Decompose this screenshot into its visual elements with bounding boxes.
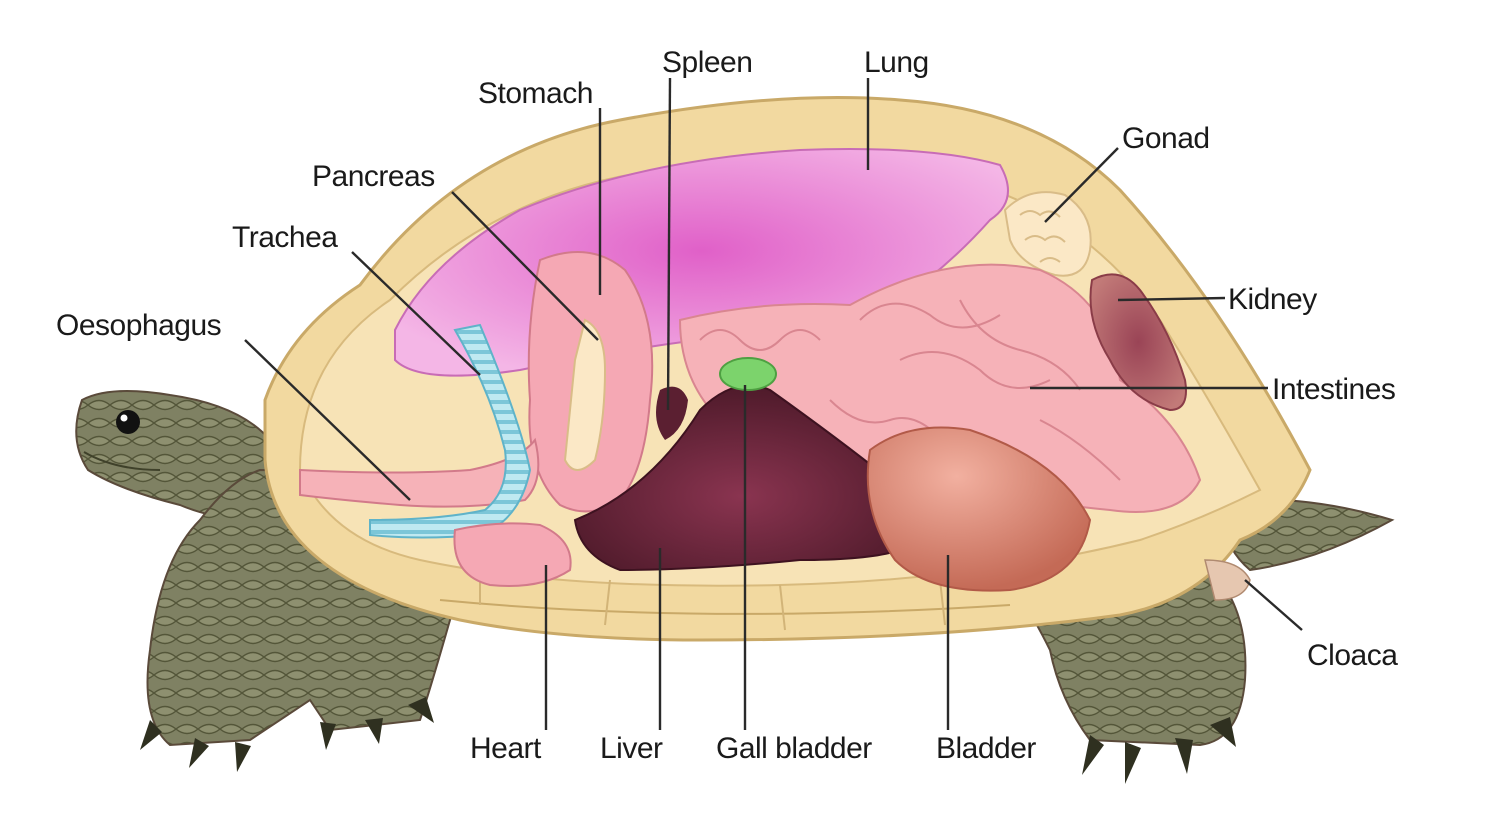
label-kidney: Kidney — [1228, 283, 1317, 316]
label-heart: Heart — [470, 732, 542, 765]
trachea-leader — [351, 251, 481, 376]
label-spleen: Spleen — [662, 46, 752, 79]
label-gall-bladder: Gall bladder — [716, 732, 872, 765]
gall-bladder — [719, 357, 777, 391]
spleen-leader — [666, 77, 672, 411]
leader-lines — [244, 77, 1303, 730]
oesophagus — [299, 437, 540, 508]
label-gonad: Gonad — [1122, 122, 1210, 155]
eye-icon — [116, 410, 140, 434]
pancreas — [563, 318, 607, 471]
label-oesophagus: Oesophagus — [56, 309, 221, 342]
gonad-leader — [1044, 147, 1119, 223]
label-trachea: Trachea — [232, 221, 338, 254]
gonad — [1003, 191, 1092, 277]
trachea — [369, 323, 532, 539]
label-intestines: Intestines — [1272, 373, 1395, 406]
label-lung: Lung — [864, 46, 929, 79]
heart — [453, 522, 572, 587]
spleen — [656, 386, 688, 440]
labels: Stomach Spleen Lung Gonad Pancreas Trach… — [56, 46, 1399, 765]
bladder — [866, 426, 1092, 592]
kidney — [1089, 273, 1187, 412]
label-bladder: Bladder — [936, 732, 1036, 765]
label-liver: Liver — [600, 732, 663, 765]
oesophagus-leader — [244, 339, 411, 501]
label-pancreas: Pancreas — [312, 160, 435, 193]
kidney-leader — [1117, 296, 1226, 302]
label-cloaca: Cloaca — [1307, 639, 1398, 672]
cloaca-leader — [1244, 579, 1303, 631]
pancreas-leader — [451, 191, 599, 341]
cloaca — [1204, 559, 1251, 601]
label-stomach: Stomach — [478, 77, 593, 110]
